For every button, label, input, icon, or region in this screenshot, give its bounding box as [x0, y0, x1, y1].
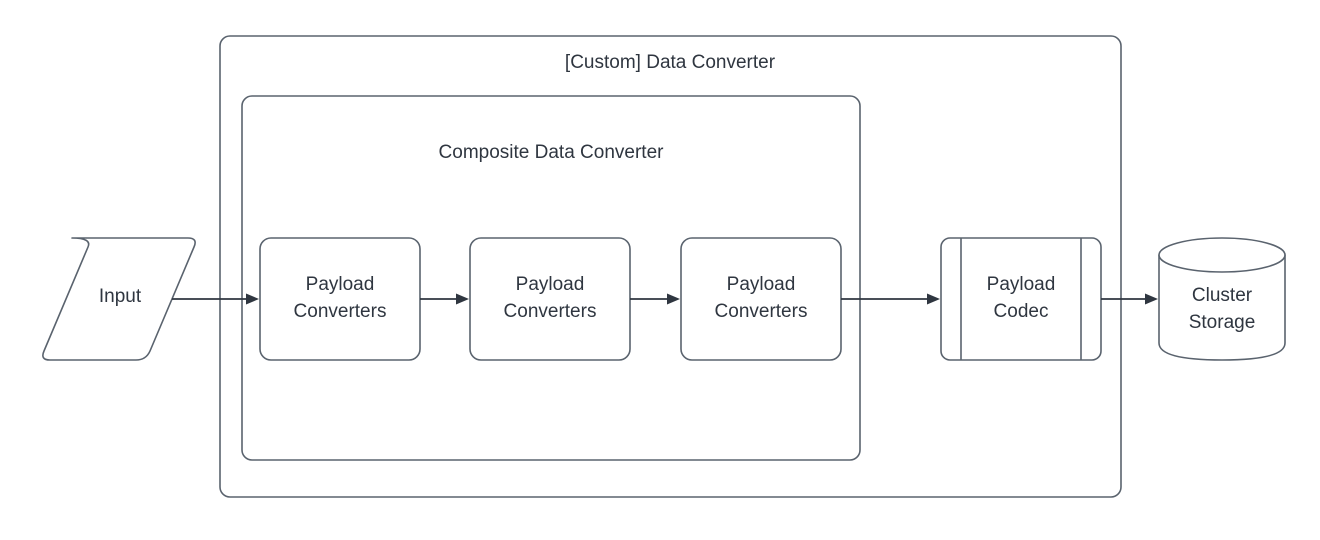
node-payload-converters-1-shape[interactable]	[259, 237, 421, 361]
node-cluster-storage-label-line1: Cluster	[1192, 285, 1253, 306]
node-payload-converters-3-label-line2: Converters	[715, 301, 808, 322]
node-payload-codec-label-line2: Codec	[994, 301, 1049, 322]
node-payload-converters-1[interactable]: Payload Converters	[259, 237, 421, 361]
edge-payload-codec-to-cluster-storage-arrowhead	[1145, 293, 1158, 305]
edge-payload-converters-1-to-2-arrowhead	[456, 293, 469, 305]
node-payload-converters-3[interactable]: Payload Converters	[680, 237, 842, 361]
edge-payload-codec-to-cluster-storage[interactable]	[1101, 293, 1158, 305]
node-payload-converters-2-label-line1: Payload	[516, 274, 585, 295]
node-payload-converters-2[interactable]: Payload Converters	[469, 237, 631, 361]
node-input-shape[interactable]	[42, 237, 196, 361]
node-payload-converters-1-label-line1: Payload	[306, 274, 375, 295]
edge-input-to-payload-converters-1[interactable]	[172, 293, 259, 305]
edge-payload-converters-2-to-3-arrowhead	[667, 293, 680, 305]
node-payload-converters-2-shape[interactable]	[469, 237, 631, 361]
node-cluster-storage-top	[1158, 237, 1286, 273]
edge-payload-converters-3-to-payload-codec[interactable]	[841, 293, 940, 305]
node-cluster-storage-label-line2: Storage	[1189, 312, 1256, 333]
edge-payload-converters-2-to-3[interactable]	[630, 293, 680, 305]
edge-payload-converters-1-to-2[interactable]	[420, 293, 469, 305]
node-input[interactable]: Input	[42, 237, 196, 361]
node-payload-converters-3-shape[interactable]	[680, 237, 842, 361]
edge-payload-converters-3-to-payload-codec-arrowhead	[927, 293, 940, 305]
edge-input-to-payload-converters-1-arrowhead	[246, 293, 259, 305]
node-input-label: Input	[99, 286, 142, 307]
node-payload-converters-1-label-line2: Converters	[294, 301, 387, 322]
node-cluster-storage-body[interactable]	[1158, 254, 1286, 361]
node-payload-codec[interactable]: Payload Codec	[940, 237, 1102, 361]
node-payload-converters-3-label-line1: Payload	[727, 274, 796, 295]
node-cluster-storage[interactable]: Cluster Storage	[1158, 237, 1286, 361]
node-payload-codec-label-line1: Payload	[987, 274, 1056, 295]
node-payload-codec-shape[interactable]	[940, 237, 1102, 361]
container-composite-data-converter-label: Composite Data Converter	[439, 142, 665, 163]
container-custom-data-converter-label: [Custom] Data Converter	[565, 52, 776, 73]
node-payload-converters-2-label-line2: Converters	[504, 301, 597, 322]
